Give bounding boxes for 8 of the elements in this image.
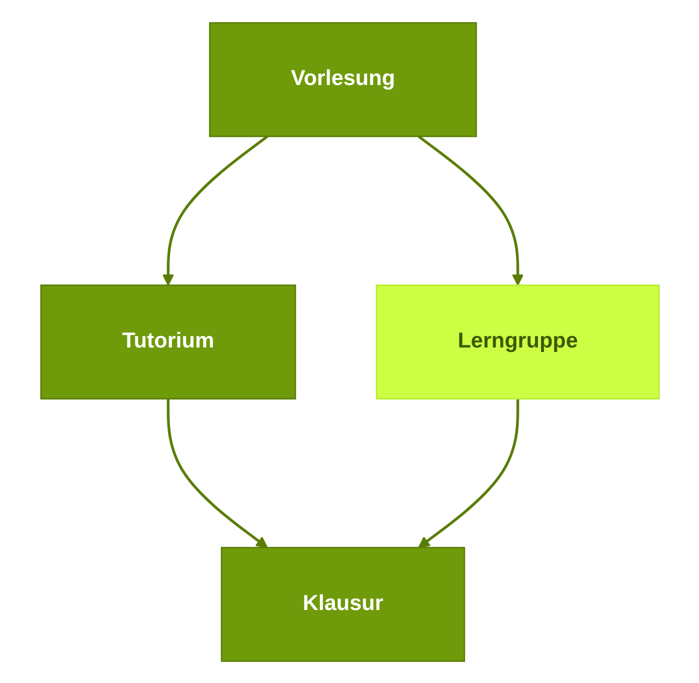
node-box: Klausur — [220, 546, 465, 662]
arrow — [162, 134, 268, 286]
node-box: Tutorium — [40, 284, 296, 399]
arrow — [417, 134, 524, 286]
node-box: Vorlesung — [208, 22, 476, 137]
arrow — [166, 398, 268, 548]
node-box: Lerngruppe — [375, 284, 660, 399]
arrow — [418, 398, 519, 548]
